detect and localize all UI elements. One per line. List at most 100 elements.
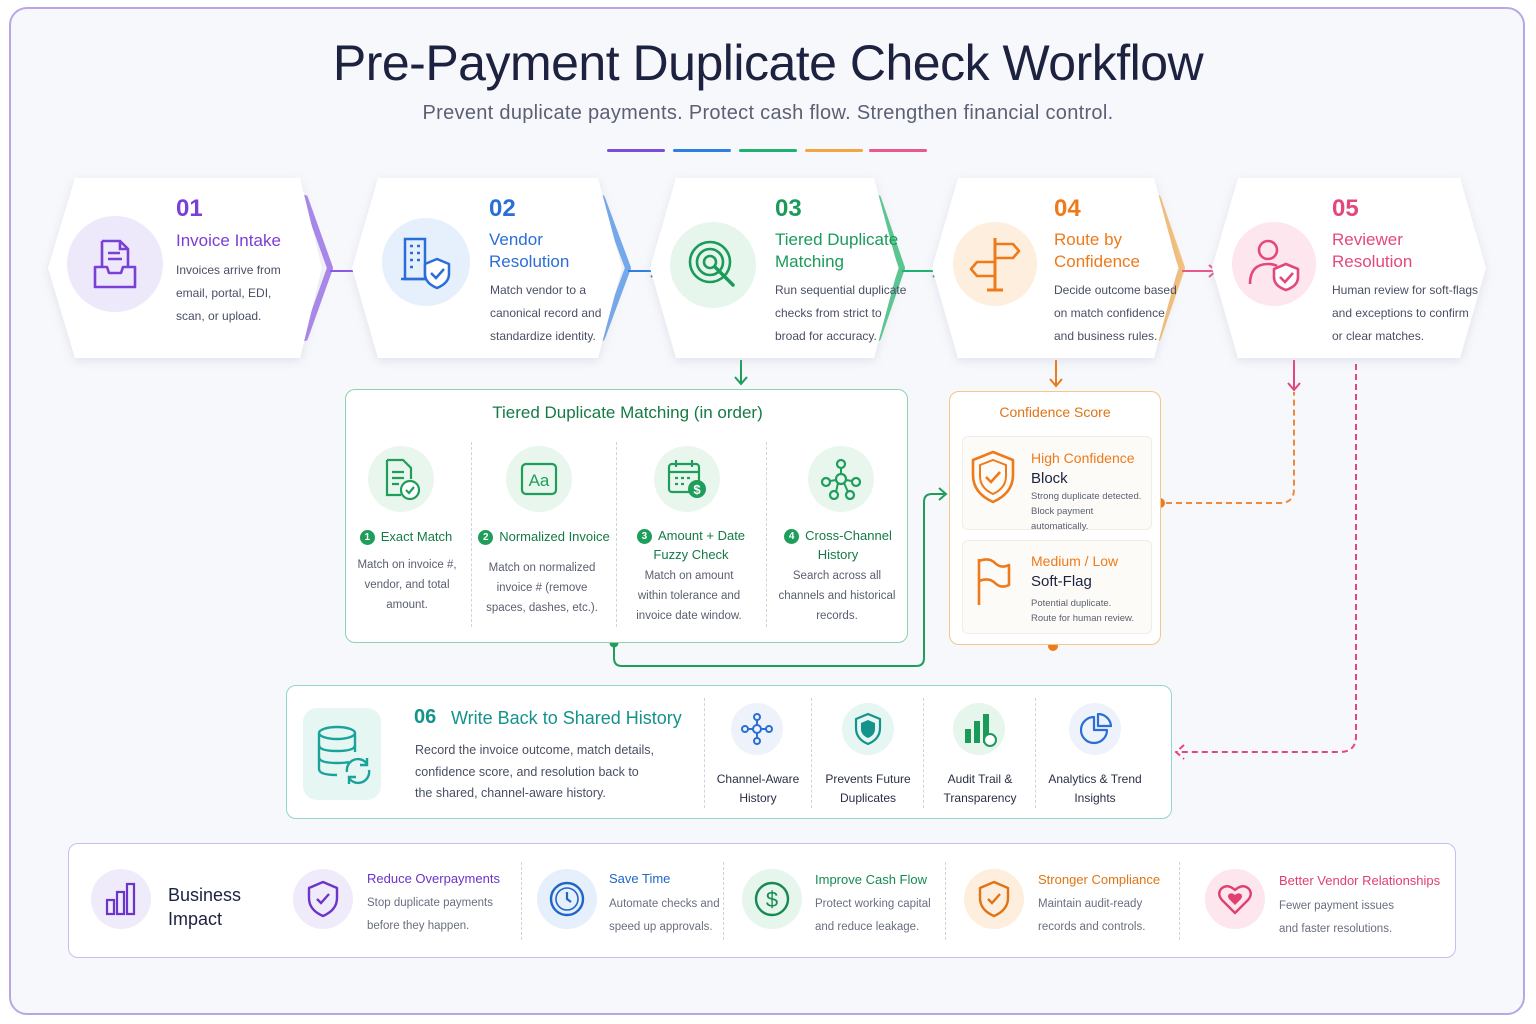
impact-description: Stop duplicate payments before they happ… bbox=[367, 892, 493, 938]
confidence-label: Medium / Low bbox=[1031, 553, 1119, 569]
tier-number-badge: 3 bbox=[636, 529, 652, 544]
step-description: Human review for soft-flags and exceptio… bbox=[1332, 279, 1478, 348]
desc-line: vendor, and total bbox=[364, 579, 450, 591]
step-number: 02 bbox=[489, 195, 516, 222]
desc-line: Maintain audit-ready bbox=[1038, 898, 1143, 910]
step-number: 05 bbox=[1332, 195, 1359, 222]
step-description: Decide outcome based on match confidence… bbox=[1054, 279, 1177, 348]
divider-segment bbox=[607, 149, 665, 152]
step-number: 03 bbox=[775, 195, 802, 222]
divider-segment bbox=[805, 149, 863, 152]
calendar-dollar-icon: $ bbox=[654, 446, 720, 512]
divider bbox=[811, 698, 812, 808]
desc-line: Match on normalized bbox=[488, 562, 596, 574]
step-description: Invoices arrive from email, portal, EDI,… bbox=[176, 259, 281, 328]
desc-line: and business rules. bbox=[1054, 329, 1158, 343]
heart-icon bbox=[1205, 869, 1265, 929]
flag-icon bbox=[973, 555, 1013, 612]
step-title: Route by Confidence bbox=[1054, 230, 1141, 271]
desc-line: Match on invoice #, bbox=[357, 559, 457, 571]
divider bbox=[521, 862, 522, 940]
impact-title: Save Time bbox=[609, 871, 671, 886]
desc-line: invoice # (remove bbox=[496, 582, 588, 594]
desc-line: within tolerance and bbox=[637, 590, 741, 602]
panel-title: Write Back to Shared History bbox=[451, 708, 682, 728]
step-description: Run sequential duplicate checks from str… bbox=[775, 279, 906, 348]
building-shield-icon bbox=[382, 218, 470, 306]
tier-number-badge: 1 bbox=[359, 530, 375, 545]
divider-segment bbox=[869, 149, 927, 152]
desc-line: records and controls. bbox=[1038, 921, 1146, 933]
confidence-score-panel: Confidence Score High Confidence Block S… bbox=[949, 391, 1161, 645]
desc-line: Record the invoice outcome, match detail… bbox=[415, 743, 655, 757]
step-number: 04 bbox=[1054, 195, 1081, 222]
step-title: Vendor Resolution bbox=[489, 230, 570, 271]
desc-line: channels and historical bbox=[778, 590, 896, 602]
step-title: Reviewer Resolution bbox=[1332, 230, 1413, 271]
desc-line: scan, or upload. bbox=[176, 309, 262, 323]
signpost-icon bbox=[953, 222, 1037, 306]
document-check-icon bbox=[368, 446, 434, 512]
desc-line: before they happen. bbox=[367, 920, 470, 932]
feature-label: Channel-Aware History bbox=[716, 772, 800, 805]
shield-check-icon bbox=[964, 869, 1024, 929]
tier-description: Search across all channels and historica… bbox=[772, 566, 902, 626]
tier-number-badge: 2 bbox=[478, 530, 494, 545]
page-title: Pre-Payment Duplicate Check Workflow bbox=[332, 35, 1204, 91]
feature-label: Prevents Future Duplicates bbox=[825, 772, 911, 805]
pie-chart-icon bbox=[1069, 703, 1121, 755]
confidence-action: Soft-Flag bbox=[1031, 573, 1092, 590]
tier-description: Match on invoice #, vendor, and total am… bbox=[346, 555, 468, 615]
tier-label: Normalized Invoice bbox=[499, 529, 610, 544]
step-description: Match vendor to a canonical record and s… bbox=[490, 279, 601, 348]
divider bbox=[616, 442, 617, 627]
divider bbox=[945, 862, 946, 940]
target-search-icon bbox=[670, 222, 756, 308]
divider bbox=[471, 442, 472, 627]
database-sync-icon bbox=[303, 708, 381, 800]
shield-check-icon bbox=[969, 449, 1017, 510]
divider bbox=[1035, 698, 1036, 808]
svg-text:Aa: Aa bbox=[529, 471, 550, 490]
business-impact-panel: Business Impact Reduce Overpayments Stop… bbox=[68, 843, 1456, 958]
desc-line: speed up approvals. bbox=[609, 921, 713, 933]
page-subtitle: Prevent duplicate payments. Protect cash… bbox=[422, 102, 1114, 124]
desc-line: the shared, channel-aware history. bbox=[415, 786, 606, 800]
impact-description: Maintain audit-ready records and control… bbox=[1038, 893, 1145, 939]
divider bbox=[723, 862, 724, 940]
inbox-document-icon bbox=[67, 216, 163, 312]
desc-line: Match vendor to a bbox=[490, 283, 587, 297]
desc-line: and exceptions to confirm bbox=[1332, 306, 1469, 320]
divider bbox=[1179, 862, 1180, 940]
step-number: 01 bbox=[176, 195, 203, 222]
tier-label: Amount + Date Fuzzy Check bbox=[653, 528, 746, 562]
confidence-description: Potential duplicate. Route for human rev… bbox=[1031, 596, 1134, 626]
desc-line: Run sequential duplicate bbox=[775, 283, 907, 297]
write-back-description: Record the invoice outcome, match detail… bbox=[415, 740, 654, 805]
network-icon bbox=[731, 703, 783, 755]
tier-label: Cross-Channel History bbox=[805, 528, 892, 562]
business-impact-title: Business Impact bbox=[168, 885, 242, 929]
feature-label: Audit Trail & Transparency bbox=[943, 772, 1017, 805]
desc-line: records. bbox=[816, 610, 858, 622]
desc-line: Decide outcome based bbox=[1054, 283, 1177, 297]
impact-title: Reduce Overpayments bbox=[367, 871, 500, 886]
divider bbox=[923, 698, 924, 808]
desc-line: or clear matches. bbox=[1332, 329, 1425, 343]
shield-check-icon bbox=[293, 869, 353, 929]
dollar-circle-icon: $ bbox=[742, 869, 802, 929]
desc-line: Automate checks and bbox=[609, 898, 720, 910]
desc-line: invoice date window. bbox=[636, 610, 742, 622]
confidence-label: High Confidence bbox=[1031, 450, 1135, 466]
panel-title: Confidence Score bbox=[999, 404, 1111, 420]
desc-line: confidence score, and resolution back to bbox=[415, 764, 639, 779]
desc-line: Search across all bbox=[792, 570, 882, 582]
desc-line: Potential duplicate. bbox=[1031, 598, 1112, 609]
desc-line: email, portal, EDI, bbox=[176, 286, 272, 300]
desc-line: spaces, dashes, etc.). bbox=[486, 602, 598, 614]
tier-name: 2 Normalized Invoice bbox=[476, 527, 612, 546]
desc-line: on match confidence bbox=[1054, 306, 1165, 320]
text-aa-icon: Aa bbox=[506, 446, 572, 512]
